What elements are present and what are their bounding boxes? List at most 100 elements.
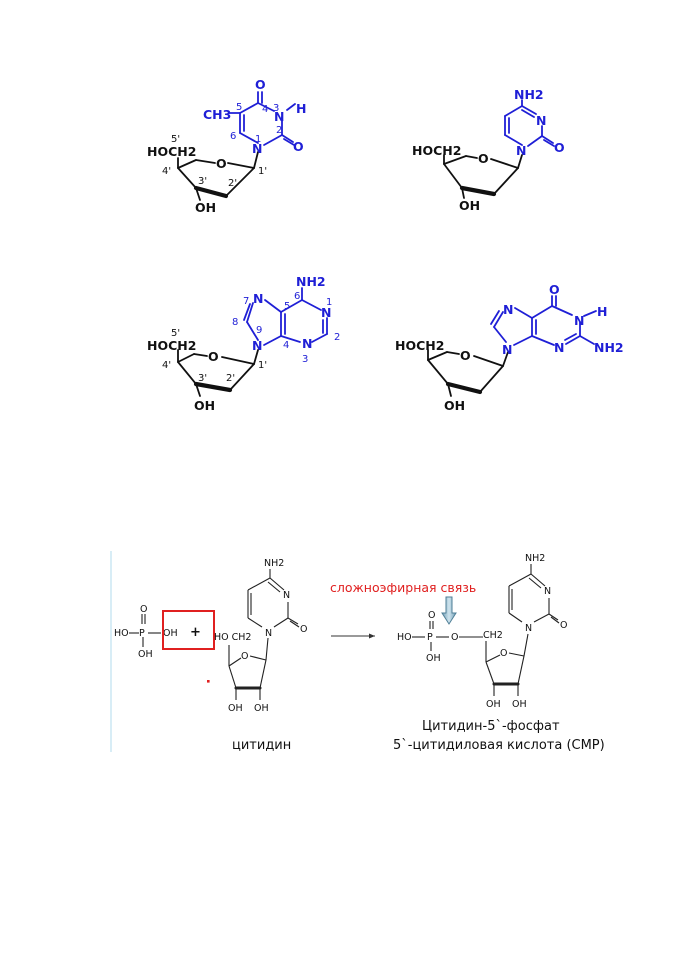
c4p-label: 4' [162, 360, 171, 371]
pos7-label: 7 [243, 296, 249, 307]
hydroxyl-label: HO [397, 632, 412, 643]
cmp-product: O HO P O CH2 OH NH2 N O N [397, 553, 567, 710]
nh2-label: NH2 [514, 87, 544, 102]
c1p-label: 1' [258, 360, 267, 371]
hoch2-label: HOCH2 [395, 338, 444, 353]
deoxyribose-ring [443, 154, 523, 199]
pos8-label: 8 [232, 317, 238, 328]
c3p-label: 3' [198, 176, 207, 187]
pos1-label: 1 [326, 297, 332, 308]
3p-hydroxyl-label: OH [512, 699, 527, 710]
methyl-label: CH3 [203, 107, 231, 122]
n3-label: N [544, 586, 551, 597]
ester-bond-label: сложноэфирная связь [330, 580, 476, 595]
n1-label: N [525, 623, 532, 634]
p-double-o-label: O [428, 610, 435, 621]
thymidine-structure: CH3 O N H O N 5 4 3 6 1 2 HOCH2 5' 4' 3'… [147, 77, 306, 215]
3p-hydroxyl-label: OH [195, 200, 216, 215]
pos3-label: 3 [273, 103, 279, 114]
p-double-o-label: O [140, 604, 147, 615]
n3-label: N [274, 109, 284, 124]
phosphorus-label: P [427, 632, 433, 643]
n3-label: N [554, 340, 564, 355]
c1p-label: 1' [258, 166, 267, 177]
n1-label: N [265, 628, 272, 639]
deoxyribose-ring [177, 349, 259, 397]
n3-hydrogen-label: H [296, 101, 306, 116]
hoch2-label: HOCH2 [147, 144, 196, 159]
left-hydroxyl-label: HO [114, 628, 129, 639]
n1-hydrogen-label: H [597, 304, 607, 319]
ch2-label: CH2 [483, 630, 503, 641]
product-name-line1: Цитидин-5`-фосфат [422, 719, 560, 734]
nh2-label: NH2 [296, 274, 326, 289]
pos4-label: 4 [283, 340, 289, 351]
reaction-arrow-head [369, 633, 375, 639]
ring-oxygen-label: O [208, 349, 219, 364]
pos1-label: 1 [255, 134, 261, 145]
n7-label: N [253, 291, 263, 306]
bottom-hydroxyl-label: OH [426, 653, 441, 664]
c3p-label: 3' [198, 373, 207, 384]
ring-oxygen-label: O [216, 156, 227, 171]
ring-oxygen-label: O [460, 348, 471, 363]
deoxyguanosine-structure: O N N H N NH2 N HOCH2 O OH [395, 282, 624, 413]
pos5-label: 5 [236, 102, 242, 113]
hoch2-label: HOCH2 [412, 143, 461, 158]
3p-hydroxyl-label: OH [254, 703, 269, 714]
ester-bond-pointer-arrow [441, 596, 457, 625]
n9-label: N [252, 338, 262, 353]
3p-hydroxyl-label: OH [194, 398, 215, 413]
product-name-line2: 5`-цитидиловая кислота (СМР) [393, 738, 605, 753]
phosphorus-label: P [139, 628, 145, 639]
2p-hydroxyl-label: OH [486, 699, 501, 710]
c5p-label: 5' [171, 134, 180, 145]
n3-label: N [283, 590, 290, 601]
pos2-label: 2 [334, 332, 340, 343]
pos4-label: 4 [262, 104, 268, 115]
o2-label: O [554, 140, 565, 155]
deoxyribose-ring [177, 151, 259, 201]
nh2-label: NH2 [594, 340, 624, 355]
pos9-label: 9 [256, 325, 262, 336]
reaction-scheme: O HO P OH OH + NH2 N O N [110, 551, 605, 753]
n9-label: N [502, 342, 512, 357]
phosphoric-acid: O HO P OH OH [114, 604, 178, 660]
ring-oxygen-label: O [478, 151, 489, 166]
pos6-label: 6 [230, 131, 236, 142]
pos6-label: 6 [294, 291, 300, 302]
plus-sign: + [190, 625, 201, 640]
n1-label: N [574, 313, 584, 328]
n1-label: N [516, 143, 526, 158]
3p-hydroxyl-label: OH [444, 398, 465, 413]
cytidine-reactant: NH2 N O N HO CH2 O [214, 558, 307, 714]
o2-label: O [560, 620, 567, 631]
pos2-label: 2 [276, 125, 282, 136]
ester-oxygen-label: O [451, 632, 458, 643]
n3-label: N [536, 113, 546, 128]
thymine-ring [228, 91, 296, 146]
n1-label: N [321, 305, 331, 320]
ring-oxygen-label: O [500, 648, 507, 659]
eliminated-water-highlight-box [162, 610, 215, 650]
n7-label: N [503, 302, 513, 317]
pos5-label: 5 [284, 301, 290, 312]
deoxycytidine-structure: NH2 N O N HOCH2 O OH [412, 87, 565, 213]
c4p-label: 4' [162, 166, 171, 177]
nh2-label: NH2 [264, 558, 284, 569]
2p-hydroxyl-label: OH [228, 703, 243, 714]
3p-hydroxyl-label: OH [459, 198, 480, 213]
c2p-label: 2' [226, 373, 235, 384]
leaving-hydroxyl-label: OH [163, 628, 178, 639]
adenine-rings [243, 287, 328, 346]
n1-label: N [252, 141, 262, 156]
cytosine-ring [504, 99, 555, 147]
c5p-label: 5' [171, 328, 180, 339]
c2p-label: 2' [228, 178, 237, 189]
hoch2-label: HOCH2 [147, 338, 196, 353]
deoxyribose-ring [427, 349, 509, 397]
nh2-label: NH2 [525, 553, 545, 564]
cytidine-caption: цитидин [232, 738, 291, 753]
